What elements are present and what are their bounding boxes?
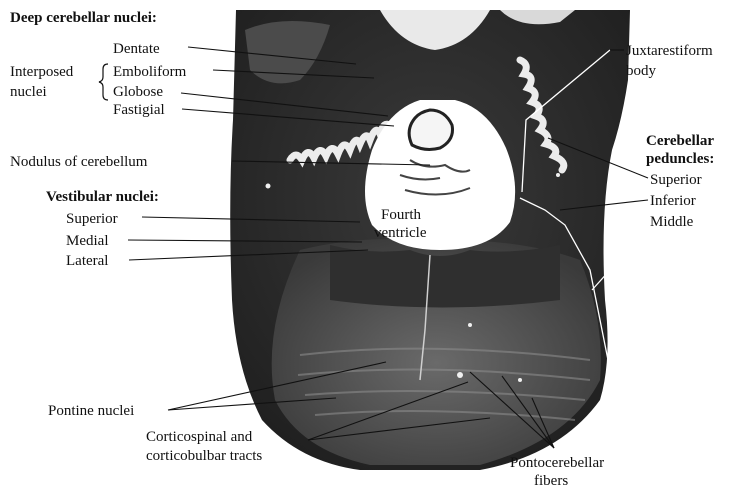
interposed-brace xyxy=(99,64,108,100)
label-peduncle-inferior: Inferior xyxy=(650,193,696,209)
heading-cerebellar-peduncles-line1: Cerebellar xyxy=(646,133,714,149)
heading-deep-cerebellar-nuclei: Deep cerebellar nuclei: xyxy=(10,10,157,26)
label-corticospinal-line1: Corticospinal and xyxy=(146,429,253,445)
label-peduncle-middle: Middle xyxy=(650,214,694,230)
label-fourth-ventricle-line1: Fourth xyxy=(381,207,422,223)
label-juxtarestiform-line2: body xyxy=(626,63,657,79)
label-vestibular-superior: Superior xyxy=(66,211,118,227)
label-pontocerebellar-line2: fibers xyxy=(534,473,568,489)
label-interposed-line1: Interposed xyxy=(10,64,74,80)
heading-vestibular-nuclei: Vestibular nuclei: xyxy=(46,189,159,205)
label-globose: Globose xyxy=(113,84,163,100)
label-vestibular-lateral: Lateral xyxy=(66,253,108,269)
label-pontocerebellar-line1: Pontocerebellar xyxy=(510,455,604,471)
label-interposed-line2: nuclei xyxy=(10,84,47,100)
nodulus xyxy=(409,110,452,149)
label-nodulus: Nodulus of cerebellum xyxy=(10,154,148,170)
label-juxtarestiform-line1: Juxtarestiform xyxy=(626,43,713,59)
heading-cerebellar-peduncles-line2: peduncles: xyxy=(646,151,714,167)
label-vestibular-medial: Medial xyxy=(66,233,109,249)
label-emboliform: Emboliform xyxy=(113,64,187,80)
label-dentate: Dentate xyxy=(113,41,160,57)
label-fastigial: Fastigial xyxy=(113,102,165,118)
label-pontine-nuclei: Pontine nuclei xyxy=(48,403,134,419)
label-fourth-ventricle-line2: ventricle xyxy=(374,225,427,241)
label-peduncle-superior: Superior xyxy=(650,172,702,188)
label-corticospinal-line2: corticobulbar tracts xyxy=(146,448,262,464)
